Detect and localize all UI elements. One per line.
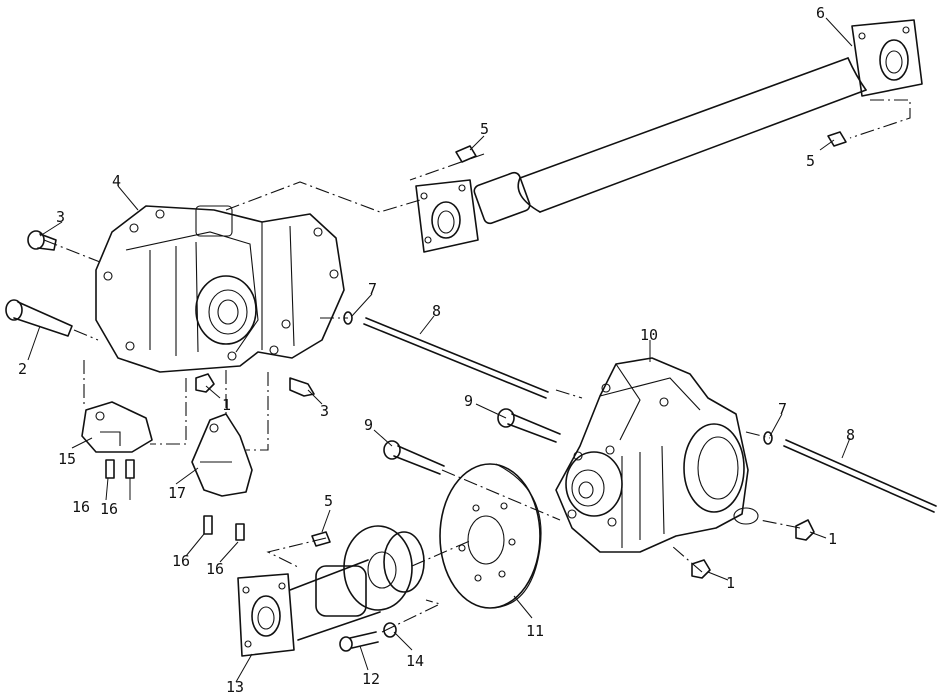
callout-15: 15 [58, 450, 76, 468]
snap-ring-part-7-right [763, 431, 773, 445]
callout-9-right: 9 [464, 392, 473, 410]
front-differential-part-4 [95, 205, 345, 373]
callout-12: 12 [362, 670, 380, 688]
propeller-shaft-part-6 [415, 19, 923, 253]
callout-16-c: 16 [172, 552, 190, 570]
callout-4: 4 [112, 172, 121, 190]
callout-8-left: 8 [432, 302, 441, 320]
leader-lines [27, 17, 853, 683]
callout-3-lower: 3 [320, 402, 329, 420]
callout-7-left: 7 [368, 280, 377, 298]
bolt-part-3-lower [289, 377, 315, 397]
callout-14: 14 [406, 652, 424, 670]
bolt-part-3-upper [27, 230, 57, 251]
callout-labels: 4 3 2 3 5 5 5 6 7 7 8 8 9 9 10 11 12 13 … [18, 4, 855, 696]
long-bolt-part-2 [5, 299, 73, 337]
nut-part-1-set [195, 373, 815, 579]
bolt-part-5-lower [311, 531, 331, 547]
callout-6: 6 [816, 4, 825, 22]
brake-disc-part-11 [439, 463, 542, 609]
callout-1-front: 1 [222, 396, 231, 414]
callout-17: 17 [168, 484, 186, 502]
washer-part-14 [383, 622, 397, 638]
bolt-part-5-right [827, 131, 847, 147]
bolt-part-16-set [105, 459, 245, 541]
assembly-center-lines [43, 99, 911, 633]
callout-2: 2 [18, 360, 27, 378]
bolt-part-9-right [497, 408, 561, 443]
axle-pin-part-8-right [783, 439, 937, 513]
bracket-part-15 [81, 401, 153, 453]
rear-drive-shaft-part-13 [237, 525, 425, 657]
bolt-part-9-left [383, 440, 445, 475]
callout-1-bottom: 1 [726, 574, 735, 592]
bolt-part-5-top [455, 145, 477, 163]
callout-16-b: 16 [100, 500, 118, 518]
axle-pin-part-8-left [363, 317, 549, 399]
callout-8-right: 8 [846, 426, 855, 444]
callout-16-d: 16 [206, 560, 224, 578]
callout-1-right: 1 [828, 530, 837, 548]
callout-3-upper: 3 [56, 208, 65, 226]
callout-10: 10 [640, 326, 658, 344]
bolt-part-12 [339, 631, 379, 652]
callout-5-lower: 5 [324, 492, 333, 510]
callout-16-a: 16 [72, 498, 90, 516]
bracket-part-17 [191, 413, 253, 497]
callout-7-right: 7 [778, 400, 787, 418]
callout-13: 13 [226, 678, 244, 696]
callout-9-left: 9 [364, 416, 373, 434]
callout-5-top: 5 [480, 120, 489, 138]
rear-differential-part-10 [555, 357, 759, 553]
callout-11: 11 [526, 622, 544, 640]
callout-5-right: 5 [806, 152, 815, 170]
